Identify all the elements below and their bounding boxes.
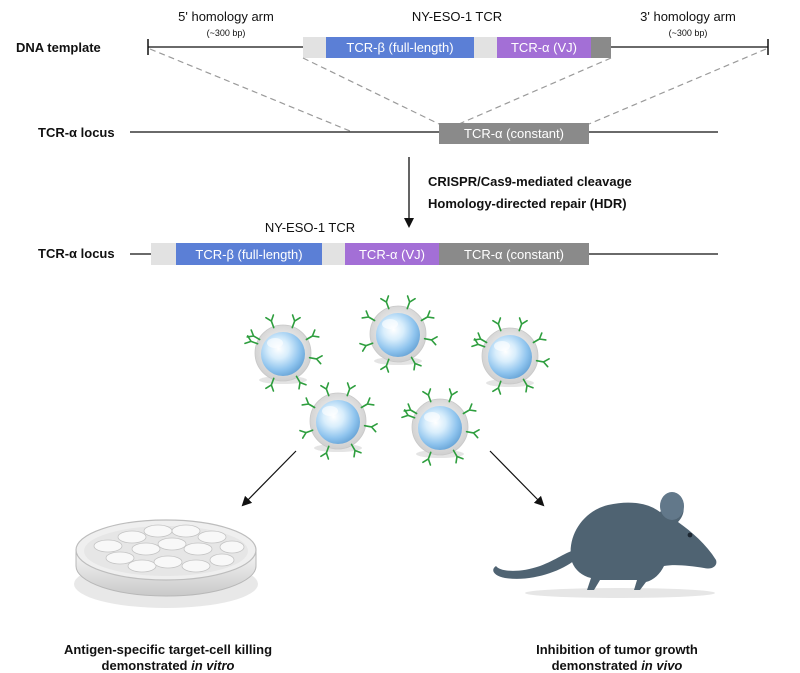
tcr-receptor (522, 378, 534, 393)
tcr-receptor (422, 388, 432, 403)
in-vitro-caption-line2: demonstrated in vitro (102, 658, 235, 673)
template-spacer-right (591, 37, 611, 58)
tcr-receptor (462, 403, 477, 415)
tcr-receptor (406, 295, 416, 310)
tcr-receptor (471, 338, 486, 348)
in-vivo-caption-italic: in vivo (641, 658, 682, 673)
locus-before-constant-segment (439, 123, 589, 144)
locus-after-tcr-title: NY-ESO-1 TCR (265, 220, 355, 235)
after-spacer-mid (322, 243, 345, 265)
tcr-receptor (401, 409, 416, 419)
tcr-receptor (422, 451, 432, 466)
engineered-t-cells (244, 295, 550, 466)
three-prime-arm-size: (~300 bp) (669, 28, 708, 38)
dna-template-label: DNA template (16, 40, 101, 55)
after-spacer-left (151, 243, 176, 265)
after-tcr-alpha-vj-segment (345, 243, 439, 265)
tcr-receptor (518, 317, 528, 332)
tcr-receptor (301, 397, 316, 409)
in-vitro-arrow (241, 450, 297, 507)
tcr-receptor (359, 342, 374, 352)
after-tcr-beta-segment (176, 243, 322, 265)
template-tcr-beta-segment (326, 37, 474, 58)
in-vivo-arrow (489, 450, 545, 507)
tcr-receptor (380, 295, 390, 310)
target-cell-layer (93, 524, 245, 573)
tcr-receptor (299, 429, 314, 439)
tcr-receptor (320, 382, 330, 397)
tcr-receptor (350, 443, 362, 458)
dna-template-insert: TCR-β (full-length) TCR-α (VJ) (303, 37, 611, 58)
in-vitro-caption-line1: Antigen-specific target-cell killing (64, 642, 272, 657)
tcr-receptor (308, 355, 323, 365)
three-prime-arm-label: 3' homology arm (640, 9, 736, 24)
tcr-receptor (295, 375, 307, 390)
dna-template-tcr-title: NY-ESO-1 TCR (412, 9, 502, 24)
tcr-receptor (305, 329, 320, 341)
locus-before-constant-label: TCR-α (constant) (464, 126, 564, 141)
tcr-receptor (420, 310, 435, 322)
homology-dashed-lines (149, 48, 767, 132)
crispr-cleavage-label: CRISPR/Cas9-mediated cleavage (428, 174, 632, 189)
t-cell (401, 388, 480, 466)
after-tcr-beta-label: TCR-β (full-length) (195, 247, 302, 262)
tcr-receptor (492, 317, 502, 332)
petri-dish (74, 519, 258, 608)
tcr-receptor (492, 380, 502, 395)
tcr-receptor (380, 358, 390, 373)
five-prime-arm-size: (~300 bp) (207, 28, 246, 38)
t-cell (299, 382, 378, 460)
after-tcr-alpha-constant-label: TCR-α (constant) (464, 247, 564, 262)
tcr-receptor (465, 429, 480, 439)
template-spacer-left (303, 37, 326, 58)
tcr-receptor (346, 382, 356, 397)
tcr-receptor (423, 336, 438, 346)
tcr-receptor (361, 310, 376, 322)
tcr-receptor (535, 358, 550, 368)
in-vivo-caption-line1: Inhibition of tumor growth (536, 642, 698, 657)
five-prime-arm-label: 5' homology arm (178, 9, 274, 24)
tcr-receptor (452, 449, 464, 464)
tcr-receptor (291, 314, 301, 329)
template-tcr-alpha-vj-segment (497, 37, 591, 58)
locus-after-label: TCR-α locus (38, 246, 115, 261)
tcr-receptor (410, 356, 422, 371)
in-vitro-caption-italic: in vitro (191, 658, 234, 673)
tcr-receptor (360, 397, 375, 409)
tcr-receptor (363, 423, 378, 433)
in-vivo-caption-prefix: demonstrated (552, 658, 642, 673)
in-vitro-caption-prefix: demonstrated (102, 658, 192, 673)
after-tcr-alpha-vj-label: TCR-α (VJ) (359, 247, 425, 262)
in-vivo-caption-line2: demonstrated in vivo (552, 658, 683, 673)
t-cell (471, 317, 550, 395)
tcr-receptor (532, 332, 547, 344)
mouse-silhouette (493, 492, 717, 598)
tcr-receptor (265, 314, 275, 329)
hdr-label: Homology-directed repair (HDR) (428, 196, 627, 211)
t-cell (244, 314, 323, 392)
tcr-receptor (448, 388, 458, 403)
template-tcr-alpha-vj-label: TCR-α (VJ) (511, 40, 577, 55)
locus-after-insert: TCR-β (full-length) TCR-α (VJ) TCR-α (co… (151, 243, 589, 265)
template-tcr-beta-label: TCR-β (full-length) (346, 40, 453, 55)
tcr-receptor (244, 335, 259, 345)
t-cell (359, 295, 438, 373)
template-spacer-mid (474, 37, 497, 58)
locus-before-label: TCR-α locus (38, 125, 115, 140)
tcr-receptor (320, 445, 330, 460)
after-tcr-alpha-constant-segment (439, 243, 589, 265)
tcr-receptor (265, 377, 275, 392)
